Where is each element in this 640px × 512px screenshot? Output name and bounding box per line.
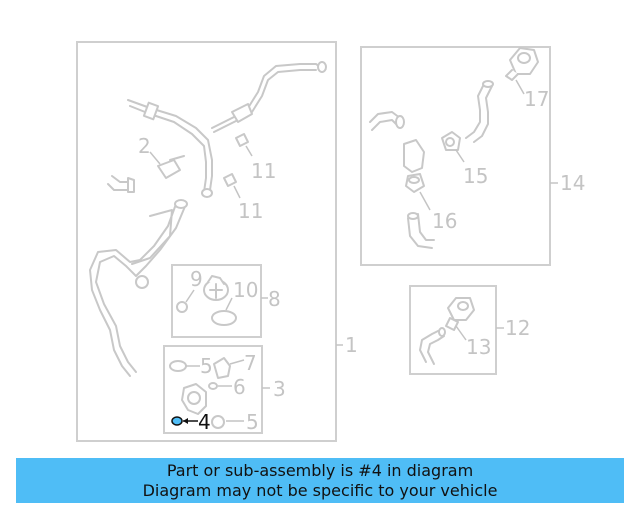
banner-line-disclaimer: Diagram may not be specific to your vehi… (142, 480, 498, 500)
valve-assembly-part (403, 139, 425, 173)
upper-hose-part (211, 63, 323, 133)
leader-line-11b (233, 185, 241, 199)
hose-12-end (438, 327, 446, 337)
lower-radiator-hose-part (89, 203, 187, 377)
fitting-2-part (157, 159, 181, 179)
callout-10[interactable]: 10 (233, 278, 258, 302)
o-ring-4-highlighted-part[interactable] (171, 416, 183, 426)
callout-1[interactable]: 1 (345, 333, 358, 357)
lower-hose-inner (131, 209, 173, 265)
callout-2[interactable]: 2 (138, 134, 151, 158)
leader-line-11a (245, 145, 253, 157)
connector-13-collar (445, 317, 459, 331)
callout-9[interactable]: 9 (190, 267, 203, 291)
assembly-3-group: 3 5 7 6 5 4 (163, 345, 286, 434)
ring-6-part (208, 382, 218, 390)
callout-13[interactable]: 13 (466, 335, 491, 359)
curved-hose-part (465, 83, 493, 143)
assembly-8-box (171, 264, 262, 338)
small-elbow-end (127, 177, 135, 193)
gasket-5-lower-part (211, 415, 225, 429)
callout-14[interactable]: 14 (560, 171, 585, 195)
callout-11-lower[interactable]: 11 (238, 199, 263, 223)
fitting-15-port (445, 137, 455, 147)
callout-3[interactable]: 3 (273, 377, 286, 401)
curved-hose-top-end (482, 80, 494, 88)
clip-11-lower-part (223, 173, 237, 187)
assembly-14-group: 14 17 15 16 (360, 46, 585, 266)
hose-connector-part (231, 103, 253, 123)
callout-5-lower[interactable]: 5 (246, 410, 259, 434)
elbow-hose-left-part (369, 111, 401, 131)
assembly-1-box (76, 41, 337, 442)
leader-line-15 (455, 149, 465, 163)
callout-16[interactable]: 16 (432, 209, 457, 233)
assembly-12-box (409, 285, 497, 375)
callout-6[interactable]: 6 (233, 375, 246, 399)
cap-7-part (213, 357, 231, 379)
connector-17-port (517, 52, 531, 64)
leader-line-16 (419, 191, 431, 211)
fitting-2-stem (169, 155, 185, 161)
lower-hose-end-part (174, 199, 188, 209)
small-elbow-part (107, 175, 131, 191)
callout-11-upper[interactable]: 11 (251, 159, 276, 183)
leader-line-10 (225, 297, 233, 311)
seal-9-part (176, 301, 188, 313)
thermostat-neck-part (207, 275, 225, 285)
callout-15[interactable]: 15 (463, 164, 488, 188)
lower-hose-branch-part (135, 275, 149, 289)
assembly-14-box (360, 46, 551, 266)
connector-17-neck (505, 69, 519, 81)
gasket-5-upper-part (169, 360, 187, 372)
assembly-3-box (163, 345, 263, 434)
upper-hose-end-part (317, 61, 327, 73)
pipe-bracket-part (142, 101, 160, 121)
callout-4-highlighted[interactable]: 4 (198, 410, 211, 434)
leader-arrow-4 (183, 418, 188, 424)
assembly-1-group: 1 2 11 11 8 (76, 41, 358, 442)
leader-line-13 (455, 325, 467, 341)
callout-5-upper[interactable]: 5 (200, 354, 213, 378)
banner-line-part-number: Part or sub-assembly is #4 in diagram (166, 460, 474, 480)
callout-7[interactable]: 7 (244, 351, 257, 375)
pipe-end-part (201, 188, 213, 198)
lower-hose-14-part (407, 213, 435, 249)
callout-17[interactable]: 17 (524, 87, 549, 111)
assembly-8-group: 8 9 10 (171, 264, 281, 338)
leader-line-17 (515, 79, 525, 95)
o-ring-10-part (211, 310, 237, 326)
callout-8[interactable]: 8 (268, 287, 281, 311)
assembly-12-group: 12 13 (409, 285, 530, 375)
hose-12-part (419, 329, 445, 365)
lower-hose-14-end (407, 212, 419, 220)
leader-line-7 (229, 359, 245, 365)
info-banner: Part or sub-assembly is #4 in diagram Di… (16, 458, 624, 503)
elbow-hose-left-end (395, 115, 405, 129)
connector-13-port (457, 301, 469, 311)
valve-cap-part (408, 176, 420, 184)
leader-line-2 (149, 151, 161, 165)
callout-12[interactable]: 12 (505, 316, 530, 340)
clip-11-upper-part (235, 133, 249, 147)
water-outlet-port (187, 391, 201, 405)
leader-line-9 (185, 289, 195, 303)
